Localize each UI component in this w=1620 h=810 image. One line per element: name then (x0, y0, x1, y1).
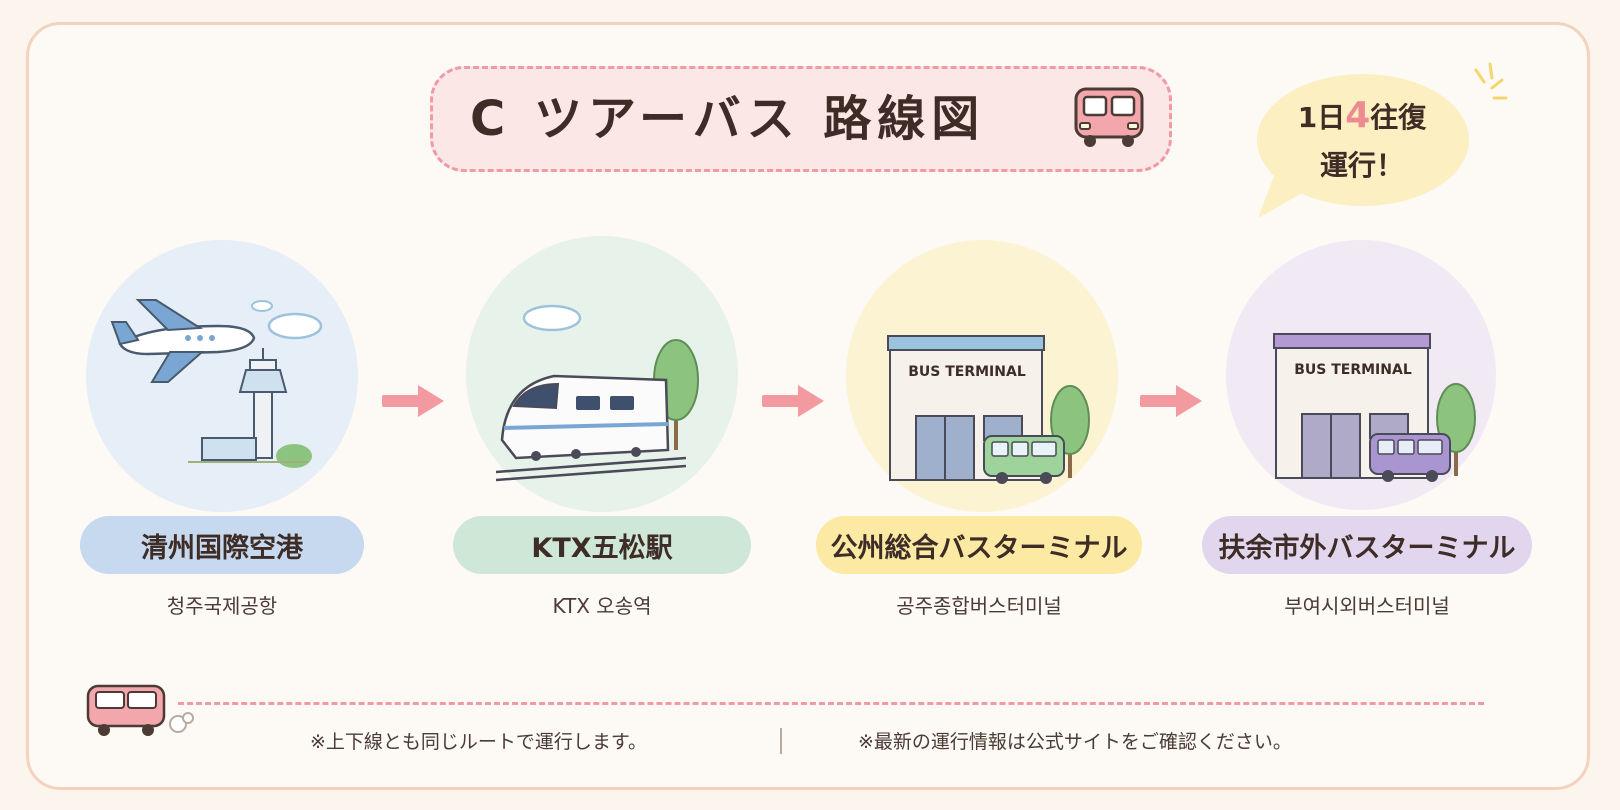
arrow-right-icon (382, 385, 444, 417)
footnote-separator (780, 728, 782, 754)
footnote-route: ※上下線とも同じルートで運行します。 (310, 731, 648, 753)
bus-terminal-icon (887, 335, 1090, 484)
footnote-info: ※最新の運行情報は公式サイトをご確認ください。 (858, 731, 1292, 753)
arrow-right-icon (1140, 385, 1202, 417)
stop-3-pill: 公州総合バスターミナル (816, 516, 1142, 574)
terminal-sign: BUS TERMINAL (1294, 362, 1412, 378)
bus-icon (1074, 87, 1144, 147)
stop-4-pill: 扶余市外バスターミナル (1202, 516, 1532, 574)
sparkle-icon (1474, 62, 1508, 100)
arrow-right-icon (762, 385, 824, 417)
frequency-text: 1日4往復 運行！ (1297, 95, 1427, 182)
stop-1-circle (86, 240, 358, 512)
terminal-sign: BUS TERMINAL (908, 364, 1026, 380)
bus-icon (86, 684, 194, 736)
airport-icon (110, 299, 323, 468)
stop-2-pill: KTX五松駅 (453, 516, 751, 574)
route-dash-line (178, 702, 1484, 705)
page-title: C ツアーバス 路線図 (470, 91, 986, 147)
stop-2-korean: KTX 오송역 (552, 594, 652, 618)
stop-1-pill: 清州国際空港 (80, 516, 364, 574)
stop-1-korean: 청주국제공항 (166, 594, 278, 618)
stop-3-korean: 공주종합버스터미널 (896, 594, 1062, 618)
stop-4-korean: 부여시외버스터미널 (1284, 594, 1450, 618)
bus-terminal-icon (1273, 333, 1476, 482)
train-icon (496, 304, 699, 482)
title-banner (430, 66, 1172, 172)
frequency-bubble (1257, 74, 1469, 218)
